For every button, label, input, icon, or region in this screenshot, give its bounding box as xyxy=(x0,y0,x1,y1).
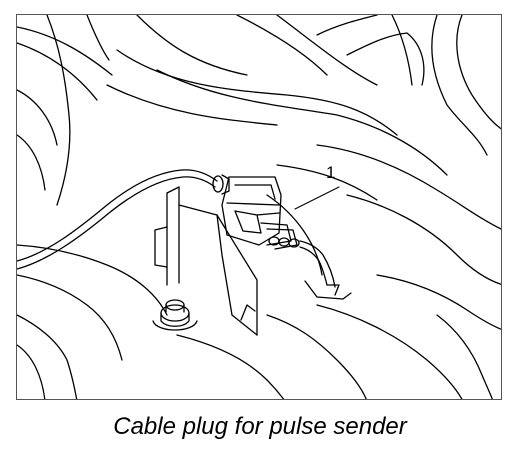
wiring-harness-icon xyxy=(17,169,230,270)
pulse-sender-plug-icon xyxy=(221,176,352,300)
engine-bay-illustration xyxy=(17,15,501,399)
bracket xyxy=(154,186,258,336)
callout-label-1: 1 xyxy=(326,163,336,182)
background-structure xyxy=(17,15,501,399)
figure-caption: Cable plug for pulse sender xyxy=(113,413,407,440)
callout-leader-line xyxy=(294,186,340,210)
mounting-bolt-icon xyxy=(152,299,198,331)
diagram-frame xyxy=(16,14,502,400)
